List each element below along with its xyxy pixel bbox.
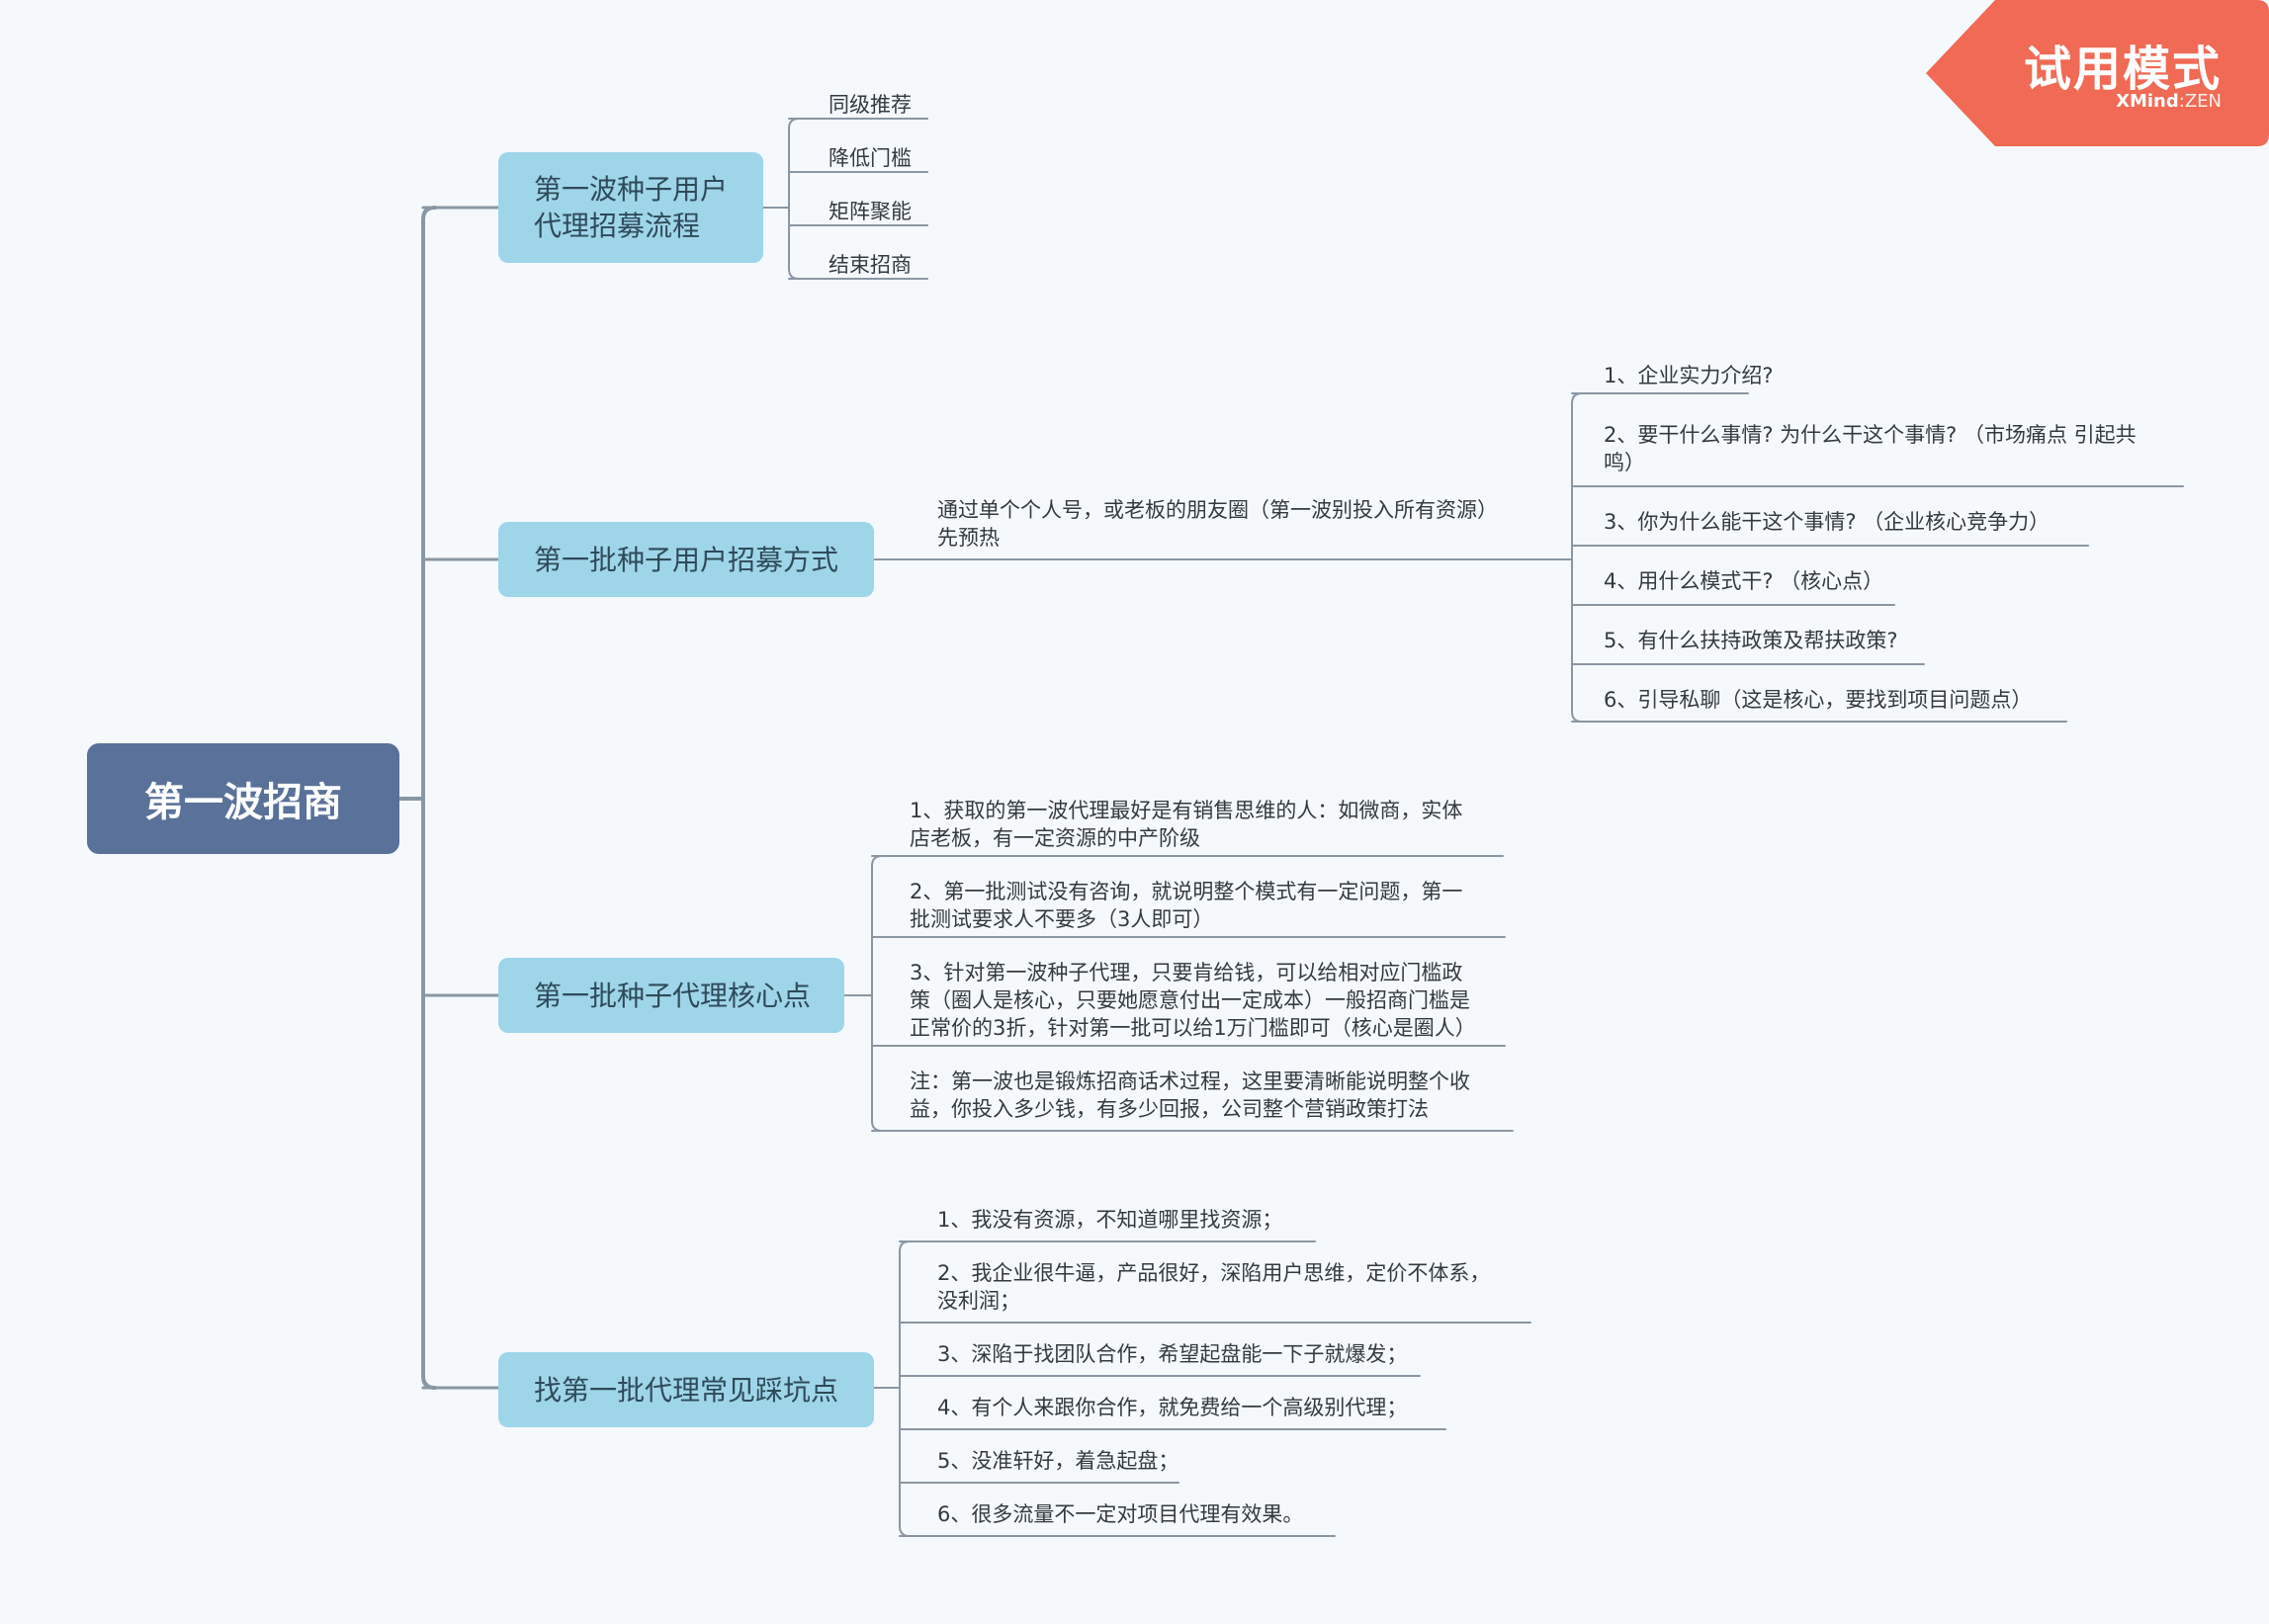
- leaf-2-3-line-1: 3、你为什么能干这个事情? （企业核心竞争力）: [1604, 510, 2051, 534]
- leaf-2-1-line-1: 1、企业实力介绍?: [1604, 364, 1774, 387]
- xmind-brand: XMind: [2116, 91, 2179, 112]
- leaf-1-3[interactable]: 矩阵聚能: [829, 198, 912, 225]
- leaf-2-4-line-1: 4、用什么模式干? （核心点）: [1604, 569, 1884, 593]
- leaf-3-3[interactable]: 3、针对第一波种子代理，只要肯给钱，可以给相对应门槛政 策（圈人是核心，只要她愿…: [910, 959, 1476, 1042]
- leaf-4-6[interactable]: 6、很多流量不一定对项目代理有效果。: [937, 1500, 1303, 1528]
- leaf-3-1-line-2: 店老板，有一定资源的中产阶级: [910, 826, 1200, 850]
- leaf-1-4-label: 结束招商: [829, 253, 912, 277]
- branch-topic-4[interactable]: 找第一批代理常见踩坑点: [498, 1352, 874, 1427]
- branch-topic-2-label: 第一批种子用户招募方式: [534, 543, 839, 576]
- leaf-2-1[interactable]: 1、企业实力介绍?: [1604, 362, 1774, 389]
- leaf-1-2[interactable]: 降低门槛: [829, 144, 912, 172]
- branch-topic-1-line-1: 第一波种子用户: [534, 173, 729, 206]
- zen-edition: ZEN: [2184, 91, 2222, 112]
- xmind-zen-logo: XMind:ZEN: [2116, 91, 2222, 112]
- leaf-2-5-line-1: 5、有什么扶持政策及帮扶政策?: [1604, 629, 1898, 652]
- leaf-4-5-line-1: 5、没准轩好，着急起盘；: [937, 1449, 1179, 1473]
- subtopic-2-1[interactable]: 通过单个个人号，或老板的朋友圈（第一波别投入所有资源） 先预热: [937, 496, 1498, 552]
- branch-topic-3-label: 第一批种子代理核心点: [534, 979, 812, 1012]
- leaf-1-4[interactable]: 结束招商: [829, 251, 912, 279]
- leaf-3-1[interactable]: 1、获取的第一波代理最好是有销售思维的人：如微商，实体 店老板，有一定资源的中产…: [910, 797, 1462, 852]
- leaf-3-2-line-2: 批测试要求人不要多（3人即可）: [910, 907, 1214, 931]
- leaf-4-4-line-1: 4、有个人来跟你合作，就免费给一个高级别代理；: [937, 1396, 1408, 1419]
- leaf-3-3-line-3: 正常价的3折，针对第一批可以给1万门槛即可（核心是圈人）: [910, 1016, 1476, 1040]
- leaf-2-4[interactable]: 4、用什么模式干? （核心点）: [1604, 567, 1883, 595]
- leaf-4-2-line-2: 没利润；: [937, 1289, 1020, 1313]
- subtopic-2-1-line-1: 通过单个个人号，或老板的朋友圈（第一波别投入所有资源）: [937, 498, 1498, 522]
- b4-bracket: [899, 1240, 911, 1537]
- leaf-3-3-line-1: 3、针对第一波种子代理，只要肯给钱，可以给相对应门槛政: [910, 961, 1463, 984]
- leaf-2-3[interactable]: 3、你为什么能干这个事情? （企业核心竞争力）: [1604, 508, 2050, 536]
- root-topic-label: 第一波招商: [144, 780, 342, 825]
- leaf-2-6-line-1: 6、引导私聊（这是核心，要找到项目问题点）: [1604, 688, 2033, 712]
- leaf-3-4[interactable]: 注：第一波也是锻炼招商话术过程，这里要清晰能说明整个收 益，你投入多少钱，有多少…: [910, 1068, 1470, 1123]
- leaf-4-2[interactable]: 2、我企业很牛逼，产品很好，深陷用户思维，定价不体系， 没利润；: [937, 1259, 1490, 1315]
- leaf-4-4[interactable]: 4、有个人来跟你合作，就免费给一个高级别代理；: [937, 1394, 1407, 1421]
- branch-topic-1[interactable]: 第一波种子用户 代理招募流程: [498, 152, 763, 263]
- branch-topic-1-line-2: 代理招募流程: [534, 210, 701, 242]
- leaf-3-2[interactable]: 2、第一批测试没有咨询，就说明整个模式有一定问题，第一 批测试要求人不要多（3人…: [910, 878, 1462, 933]
- root-topic[interactable]: 第一波招商: [87, 743, 399, 854]
- leaf-2-6[interactable]: 6、引导私聊（这是核心，要找到项目问题点）: [1604, 686, 2032, 714]
- branch-topic-2[interactable]: 第一批种子用户招募方式: [498, 522, 874, 597]
- b3-bracket: [871, 855, 883, 1132]
- trunk-line: [421, 206, 437, 1390]
- leaf-2-2[interactable]: 2、要干什么事情? 为什么干这个事情? （市场痛点 引起共 鸣）: [1604, 421, 2137, 476]
- leaf-4-3[interactable]: 3、深陷于找团队合作，希望起盘能一下子就爆发；: [937, 1340, 1407, 1368]
- trial-mode-title: 试用模式: [2023, 42, 2222, 97]
- leaf-2-5[interactable]: 5、有什么扶持政策及帮扶政策?: [1604, 627, 1898, 654]
- leaf-1-1-label: 同级推荐: [829, 93, 912, 117]
- leaf-2-2-line-1: 2、要干什么事情? 为什么干这个事情? （市场痛点 引起共: [1604, 423, 2137, 447]
- b2-bracket: [1571, 392, 1583, 723]
- leaf-3-4-line-1: 注：第一波也是锻炼招商话术过程，这里要清晰能说明整个收: [910, 1069, 1470, 1093]
- trial-mode-badge: 试用模式 XMind:ZEN: [1926, 0, 2269, 146]
- leaf-2-2-line-2: 鸣）: [1604, 451, 1645, 474]
- leaf-3-3-line-2: 策（圈人是核心，只要她愿意付出一定成本）一般招商门槛是: [910, 988, 1470, 1012]
- leaf-1-3-label: 矩阵聚能: [829, 200, 912, 223]
- branch-topic-4-label: 找第一批代理常见踩坑点: [534, 1373, 839, 1407]
- trial-badge-shape: [1926, 0, 2269, 146]
- leaf-4-5[interactable]: 5、没准轩好，着急起盘；: [937, 1447, 1178, 1475]
- leaf-3-4-line-2: 益，你投入多少钱，有多少回报，公司整个营销政策打法: [910, 1097, 1429, 1121]
- leaf-4-1-line-1: 1、我没有资源，不知道哪里找资源；: [937, 1208, 1283, 1232]
- leaf-4-2-line-1: 2、我企业很牛逼，产品很好，深陷用户思维，定价不体系，: [937, 1261, 1491, 1285]
- leaf-1-1[interactable]: 同级推荐: [829, 91, 912, 119]
- b1-bracket: [788, 118, 800, 280]
- leaf-4-3-line-1: 3、深陷于找团队合作，希望起盘能一下子就爆发；: [937, 1342, 1408, 1366]
- leaf-1-2-label: 降低门槛: [829, 146, 912, 170]
- subtopic-2-1-line-2: 先预热: [937, 526, 1000, 550]
- leaf-3-2-line-1: 2、第一批测试没有咨询，就说明整个模式有一定问题，第一: [910, 880, 1463, 903]
- leaf-4-1[interactable]: 1、我没有资源，不知道哪里找资源；: [937, 1206, 1282, 1234]
- leaf-4-6-line-1: 6、很多流量不一定对项目代理有效果。: [937, 1502, 1304, 1526]
- branch-topic-3[interactable]: 第一批种子代理核心点: [498, 958, 844, 1033]
- brand-separator: :: [2178, 91, 2185, 112]
- leaf-3-1-line-1: 1、获取的第一波代理最好是有销售思维的人：如微商，实体: [910, 799, 1463, 822]
